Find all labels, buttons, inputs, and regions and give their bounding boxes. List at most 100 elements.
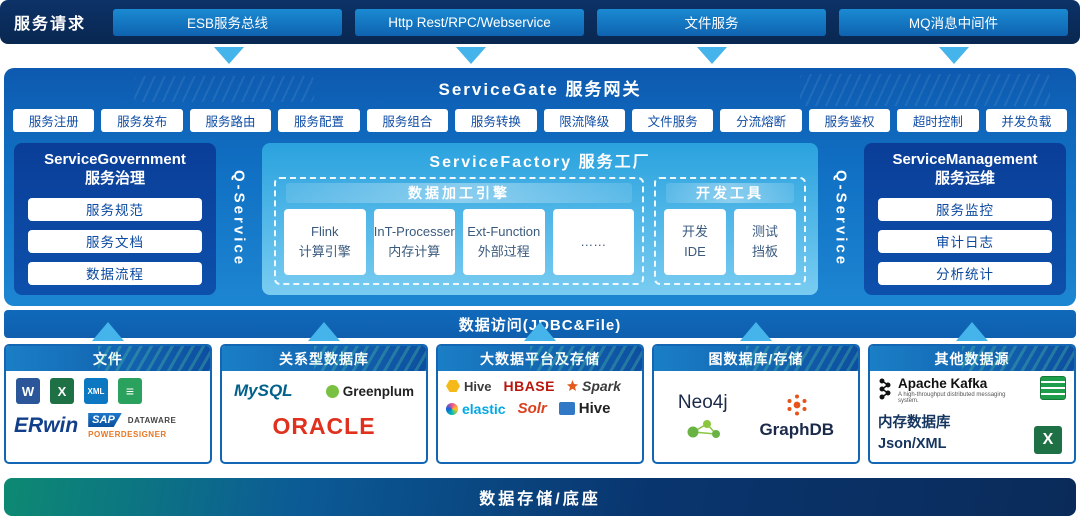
file-icons-row: W X XML ≡ xyxy=(14,376,202,406)
feature-auth: 服务鉴权 xyxy=(808,109,891,132)
data-engine-title: 数据加工引擎 xyxy=(286,183,632,203)
q-service-bus-right: Q-Service xyxy=(832,170,850,268)
tool-test-mock: 测试 挡板 xyxy=(734,209,796,275)
kafka-text-col: Apache Kafka A high-throughput distribut… xyxy=(898,376,1008,404)
request-label: 服务请求 xyxy=(14,16,87,33)
gateway-title: ServiceGate 服务网关 xyxy=(438,80,642,99)
graphdb-icon xyxy=(787,394,807,416)
files-body: W X XML ≡ ERwin SAP DATAWARE POWERDESIGN… xyxy=(6,371,210,462)
feature-service-route: 服务路由 xyxy=(189,109,272,132)
engine-more: …… xyxy=(552,209,634,275)
engine-ext-function: Ext-Function 外部过程 xyxy=(463,209,545,275)
xml-file-icon: XML xyxy=(84,378,108,404)
dev-tools-cells: 开发 IDE 测试 挡板 xyxy=(664,209,796,275)
dev-tools-group: 开发工具 开发 IDE 测试 挡板 xyxy=(654,177,806,285)
engine-flink: Flink 计算引擎 xyxy=(284,209,366,275)
data-engine-cells: Flink 计算引擎 InT-Processer 内存计算 Ext-Functi… xyxy=(284,209,634,275)
excel-icon: X xyxy=(1034,426,1062,454)
sap-logo: SAP xyxy=(88,413,122,427)
management-title-en: ServiceManagement xyxy=(892,151,1038,168)
kafka-logo-row: Apache Kafka A high-throughput distribut… xyxy=(878,376,1066,404)
kafka-text: Apache Kafka xyxy=(898,376,988,391)
feature-service-compose: 服务组合 xyxy=(366,109,449,132)
kafka-tagline: A high-throughput distributed messaging … xyxy=(898,392,1006,404)
elastic-icon xyxy=(446,402,458,415)
gateway-feature-row: 服务注册 服务发布 服务路由 服务配置 服务组合 服务转换 限流降级 文件服务 … xyxy=(13,109,1068,132)
feature-file-service: 文件服务 xyxy=(631,109,714,132)
sap-dataware-row: SAP DATAWARE xyxy=(88,413,176,427)
files-title: 文件 xyxy=(6,346,210,371)
memory-db-label: 内存数据库 xyxy=(878,415,951,431)
feature-service-transform: 服务转换 xyxy=(455,109,537,132)
engine-flink-line1: Flink xyxy=(311,223,339,239)
governance-item-doc: 服务文档 xyxy=(28,229,202,253)
datasource-files: 文件 W X XML ≡ ERwin SAP DATAWARE POWERDE xyxy=(4,344,212,464)
service-government-box: ServiceGovernment 服务治理 服务规范 服务文档 数据流程 xyxy=(14,143,216,295)
hive-logo: Hive xyxy=(446,379,491,394)
engine-flink-line2: 计算引擎 xyxy=(298,244,351,259)
datasource-rdbms: 关系型数据库 MySQL Greenplum ORACLE xyxy=(220,344,428,464)
hive-icon xyxy=(446,380,460,392)
spark-text: Spark xyxy=(581,378,621,394)
tool-dev-line1: 开发 xyxy=(681,223,708,239)
governance-title-en: ServiceGovernment xyxy=(44,151,186,168)
management-title-cn: 服务运维 xyxy=(934,169,995,187)
up-arrow-icon xyxy=(740,322,772,341)
excel-file-icon: X xyxy=(50,378,74,404)
json-xml-label: Json/XML xyxy=(878,436,947,452)
text-file-icon: ≡ xyxy=(118,378,142,404)
dev-tools-title: 开发工具 xyxy=(666,183,794,203)
management-item-audit: 审计日志 xyxy=(878,229,1052,253)
management-item-monitor: 服务监控 xyxy=(878,197,1052,221)
engine-int-line1: InT-Processer xyxy=(373,223,455,239)
engine-ext-line2: 外部过程 xyxy=(477,244,530,259)
channel-esb: ESB服务总线 xyxy=(113,8,342,36)
hive2-logo: Hive xyxy=(558,400,611,417)
bigdata-body: Hive HBASE Spark elastic Solr Hive xyxy=(438,371,642,462)
files-logo-row: ERwin SAP DATAWARE POWERDESIGNER xyxy=(14,413,202,439)
feature-circuit-break: 分流熔断 xyxy=(720,109,802,132)
management-item-analysis: 分析统计 xyxy=(878,261,1052,286)
feature-service-publish: 服务发布 xyxy=(101,109,183,132)
feature-service-register: 服务注册 xyxy=(13,109,95,132)
other-body: Apache Kafka A high-throughput distribut… xyxy=(870,371,1074,462)
solr-logo: Solr xyxy=(517,400,547,417)
down-arrow-icon xyxy=(456,47,486,64)
engine-int-line2: 内存计算 xyxy=(388,244,441,259)
q-service-bus-left: Q-Service xyxy=(230,170,248,268)
datasource-bigdata: 大数据平台及存储 Hive HBASE Spark elastic xyxy=(436,344,644,464)
dataware-logo: DATAWARE xyxy=(127,415,177,425)
neo4j-text: Neo4j xyxy=(677,392,728,413)
service-gate-panel: ServiceGate 服务网关 服务注册 服务发布 服务路由 服务配置 服务组… xyxy=(4,68,1076,306)
graph-body: Neo4j xyxy=(654,371,858,462)
up-arrow-icon xyxy=(524,322,556,341)
data-engine-group: 数据加工引擎 Flink 计算引擎 InT-Processer 内存计算 xyxy=(274,177,644,285)
rdbms-logo-row: MySQL Greenplum xyxy=(230,376,418,401)
channel-http-rest: Http Rest/RPC/Webservice xyxy=(355,8,584,36)
factory-title: ServiceFactory 服务工厂 xyxy=(429,154,651,171)
storage-base-bar: 数据存储/底座 xyxy=(4,478,1076,516)
mysql-logo: MySQL xyxy=(234,381,293,400)
service-management-box: ServiceManagement 服务运维 服务监控 审计日志 分析统计 xyxy=(864,143,1066,295)
greenplum-text: Greenplum xyxy=(342,383,414,399)
erwin-logo: ERwin xyxy=(14,414,79,437)
governance-title-cn: 服务治理 xyxy=(84,169,145,187)
hive2-icon xyxy=(558,402,575,415)
hbase-logo: HBASE xyxy=(503,378,555,394)
greenplum-icon xyxy=(325,384,339,398)
rdbms-title: 关系型数据库 xyxy=(222,346,426,371)
datasource-graph: 图数据库/存储 Neo4j xyxy=(652,344,860,464)
spark-logo: Spark xyxy=(566,378,621,394)
engine-int-processer: InT-Processer 内存计算 xyxy=(373,209,455,275)
down-arrow-icon xyxy=(697,47,727,64)
channel-file-service: 文件服务 xyxy=(597,8,826,36)
governance-item-flow: 数据流程 xyxy=(28,261,202,286)
governance-item-spec: 服务规范 xyxy=(28,197,202,221)
factory-content-row: 数据加工引擎 Flink 计算引擎 InT-Processer 内存计算 xyxy=(274,177,806,285)
service-factory-panel: ServiceFactory 服务工厂 数据加工引擎 Flink 计算引擎 In… xyxy=(262,143,818,295)
up-arrow-icon xyxy=(956,322,988,341)
hive2-text: Hive xyxy=(578,400,611,417)
elastic-logo: elastic xyxy=(446,401,506,417)
spark-icon xyxy=(566,380,578,391)
